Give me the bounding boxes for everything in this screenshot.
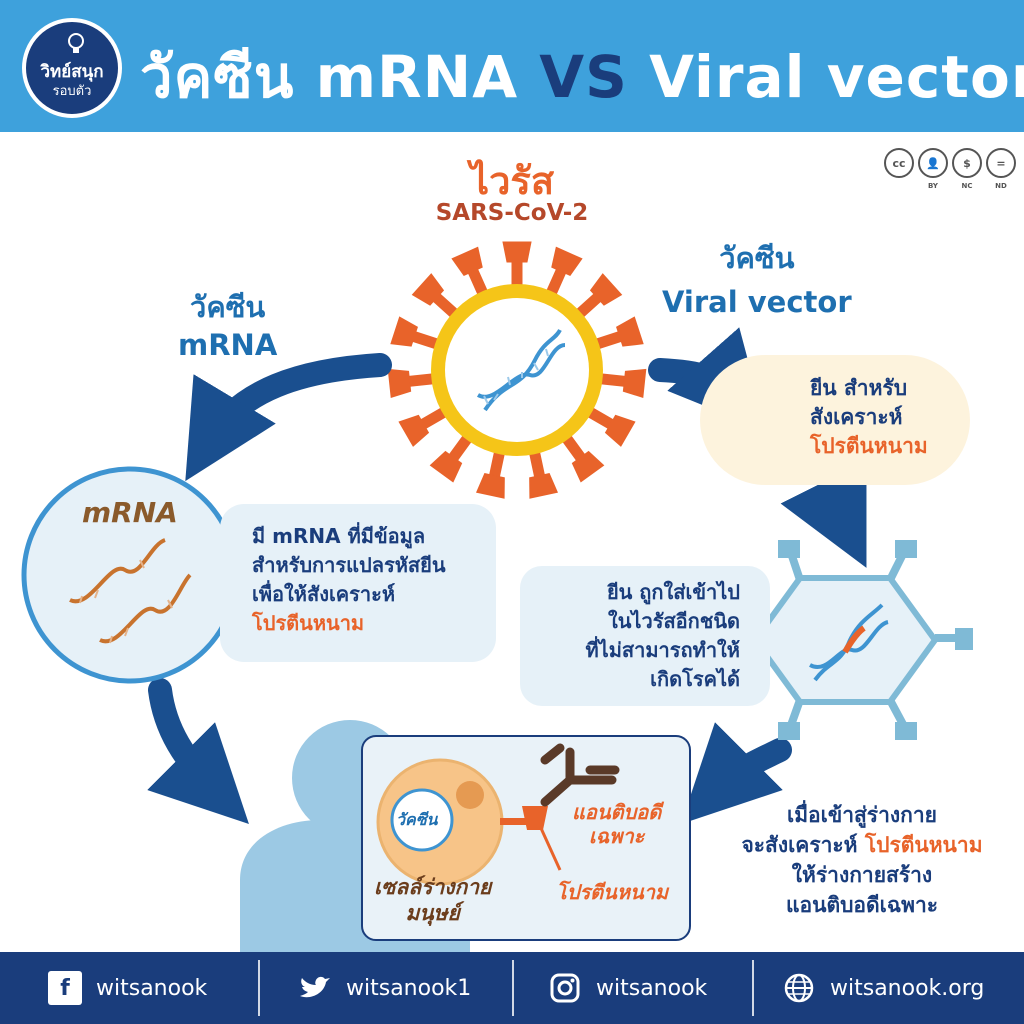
mrna-desc-line4: โปรตีนหนาม <box>252 611 365 635</box>
vaccine-in-cell-label: วัคซีน <box>396 810 438 829</box>
cc-text: cc <box>892 156 906 170</box>
gene-for: สำหรับ <box>836 376 908 400</box>
gene-line1: ยีน สำหรับ <box>810 374 928 403</box>
mrna-description-box <box>220 504 496 662</box>
arrow-to-hexagon <box>780 460 867 568</box>
facebook-icon: f <box>48 971 82 1005</box>
header-banner: วิทย์สนุก รอบตัว วัคซีน mRNA VS Viral ve… <box>0 0 1024 132</box>
footer-divider-1 <box>258 960 260 1016</box>
mrna-description: มี mRNA ที่มีข้อมูล สำหรับการแปลรหัสยีน … <box>252 522 446 638</box>
nc-icon: $NC <box>952 148 982 190</box>
gene-oval <box>700 355 970 485</box>
mrna-desc-1c: ที่มีข้อมูล <box>340 524 426 548</box>
logo-line2: รอบตัว <box>52 84 92 99</box>
globe-icon <box>782 971 816 1005</box>
nc-text: NC <box>961 182 973 190</box>
vaccine-circle <box>390 788 454 852</box>
gene-line2: สังเคราะห์ <box>810 405 903 429</box>
viral-vector-label: วัคซีน Viral vector <box>662 236 852 324</box>
virus-dna-icon <box>476 328 566 412</box>
gene-insertion-box <box>520 566 770 706</box>
diagram-illustration <box>21 241 973 952</box>
nd-text: ND <box>995 182 1007 190</box>
vector-virus-hexagon <box>718 540 973 740</box>
spike-label: โปรตีนหนาม <box>556 880 669 904</box>
insert-line1: ยีน ถูกใส่เข้าไป <box>540 578 740 607</box>
human-cell-label: เซลล์ร่างกาย มนุษย์ <box>374 874 491 926</box>
title-vs: VS <box>539 43 628 111</box>
result-line1: เมื่อเข้าสู่ร่างกาย <box>787 803 937 827</box>
page-title: วัคซีน mRNA VS Viral vector <box>140 30 1024 123</box>
mrna-circle-label: mRNA <box>82 496 178 529</box>
instagram-icon <box>548 971 582 1005</box>
arrow-vector-to-body <box>681 722 792 824</box>
antibody-line2: เฉพาะ <box>588 824 645 848</box>
license-badges: cc 👤BY $NC =ND <box>884 148 1016 190</box>
gene-insertion-description: ยีน ถูกใส่เข้าไป ในไวรัสอีกชนิด ที่ไม่สา… <box>540 578 741 694</box>
vv-label-line1: วัคซีน <box>719 241 795 275</box>
insert-line3: ที่ไม่สามารถทำให้ <box>585 638 741 662</box>
facebook-handle: witsanook <box>96 975 208 1001</box>
mrna-desc-line2: สำหรับการแปลรหัสยีน <box>252 553 446 577</box>
arrow-to-mrna <box>185 353 392 482</box>
antibody-label: แอนติบอดี เฉพาะ <box>572 800 661 848</box>
title-mrna: วัคซีน mRNA <box>140 43 540 111</box>
instagram-handle: witsanook <box>596 975 708 1001</box>
lightbulb-icon <box>68 33 84 53</box>
by-icon: 👤BY <box>918 148 948 190</box>
footer-social-bar: f witsanook witsanook1 witsanook witsano… <box>0 952 1024 1024</box>
result-line3: ให้ร่างกายสร้าง <box>791 863 933 887</box>
mrna-desc-1a: มี <box>252 524 273 548</box>
insert-line2: ในไวรัสอีกชนิด <box>607 609 740 633</box>
insert-line4: เกิดโรคได้ <box>650 667 740 691</box>
mrna-label-line1: วัคซีน <box>190 290 266 324</box>
antibody-line1: แอนติบอดี <box>572 800 662 824</box>
mrna-label-line2: mRNA <box>178 328 278 362</box>
insert-rest: ถูกใส่เข้าไป <box>632 580 740 604</box>
mrna-vaccine-label: วัคซีน mRNA <box>178 288 277 364</box>
footer-instagram[interactable]: witsanook <box>548 952 707 1024</box>
footer-twitter[interactable]: witsanook1 <box>298 952 471 1024</box>
witsanook-logo: วิทย์สนุก รอบตัว <box>22 18 122 118</box>
result-2b: โปรตีนหนาม <box>864 833 983 857</box>
antibody-icon <box>540 743 620 807</box>
gene-line3: โปรตีนหนาม <box>810 434 928 458</box>
by-text: BY <box>927 182 939 190</box>
cell-nucleus-spot <box>456 781 484 809</box>
virus-subtitle: SARS-CoV-2 <box>435 200 589 226</box>
spike-protein-icon <box>500 806 548 830</box>
arrow-mrna-to-body <box>147 678 249 824</box>
mrna-desc-line1: มี mRNA ที่มีข้อมูล <box>252 522 446 551</box>
footer-divider-2 <box>512 960 514 1016</box>
twitter-handle: witsanook1 <box>346 975 472 1001</box>
result-2a: จะสังเคราะห์ <box>741 833 865 857</box>
vv-label-line2: Viral vector <box>662 285 852 319</box>
footer-website[interactable]: witsanook.org <box>782 952 984 1024</box>
result-line2: จะสังเคราะห์ โปรตีนหนาม <box>716 830 1008 860</box>
cc-icon: cc <box>884 148 914 178</box>
mrna-strand-icon <box>69 538 192 644</box>
mrna-desc-line3: เพื่อให้สังเคราะห์ <box>252 582 396 606</box>
logo-line1: วิทย์สนุก <box>40 62 104 82</box>
cell-line2: มนุษย์ <box>405 901 460 925</box>
result-line4: แอนติบอดีเฉพาะ <box>785 893 939 917</box>
gene-description: ยีน สำหรับ สังเคราะห์ โปรตีนหนาม <box>810 374 928 461</box>
title-viral-vector: Viral vector <box>627 43 1024 111</box>
virus-spikes <box>387 241 647 499</box>
virus-core <box>445 298 589 442</box>
virus-title: ไวรัส <box>469 159 555 203</box>
cell-line1: เซลล์ร่างกาย <box>374 875 492 899</box>
result-description: เมื่อเข้าสู่ร่างกาย จะสังเคราะห์ โปรตีนห… <box>716 800 1008 920</box>
gene-word: ยีน <box>810 376 837 400</box>
insert-gene-word: ยีน <box>606 580 633 604</box>
mrna-desc-1b: mRNA <box>272 524 341 548</box>
website-url: witsanook.org <box>830 975 985 1001</box>
footer-facebook[interactable]: f witsanook <box>48 952 207 1024</box>
nd-icon: =ND <box>986 148 1016 190</box>
twitter-icon <box>298 971 332 1005</box>
footer-divider-3 <box>752 960 754 1016</box>
